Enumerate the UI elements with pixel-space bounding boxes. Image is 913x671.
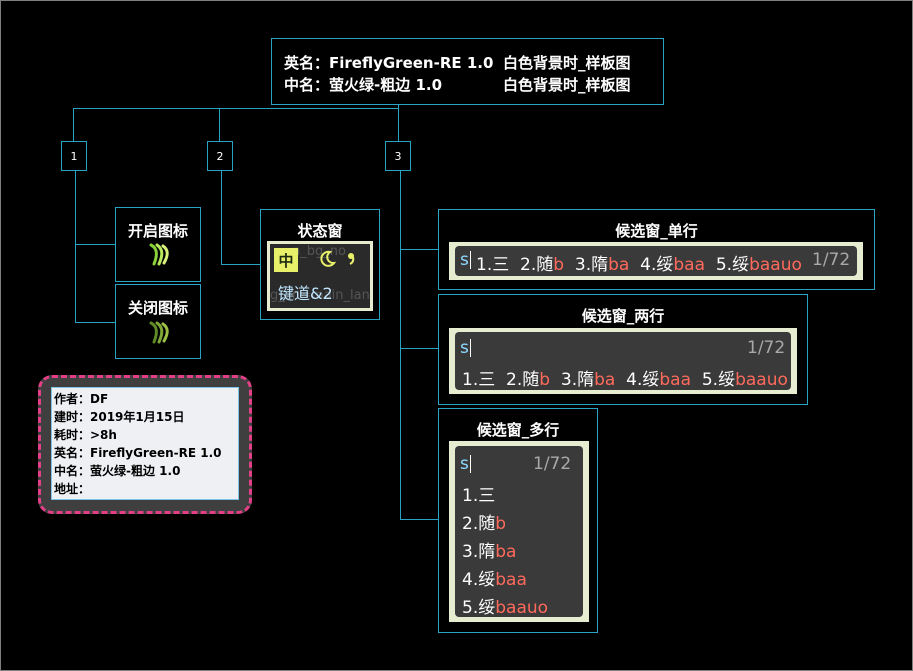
info-author: 作者：DF	[54, 392, 109, 406]
candidate-multi-title: 候选窗_多行	[476, 421, 560, 439]
open-icon-box	[115, 207, 201, 282]
connector	[73, 108, 74, 141]
connector	[400, 171, 401, 520]
candidate-two-list[interactable]: 1.三 2.随b 3.隋ba 4.绥baa 5.绥baauo	[462, 365, 788, 390]
header-cn-desc: 白色背景时_样板图	[503, 76, 631, 94]
header-box	[271, 38, 664, 105]
candidate-two-box	[438, 294, 808, 405]
candidate-two-title: 候选窗_两行	[581, 307, 665, 325]
candidate-single-inner	[455, 246, 857, 276]
candidate-item[interactable]: 3.隋ba	[574, 255, 630, 275]
connector	[400, 348, 439, 349]
candidate-single-box	[438, 209, 875, 290]
header-cn-name: 中名：萤火绿-粗边 1.0	[284, 76, 443, 94]
branch-node-3: 3	[385, 141, 411, 171]
status-scheme-text: 键道&2	[278, 284, 333, 303]
half-width-moon-icon[interactable]	[317, 249, 337, 273]
info-en-name: 英名：FireflyGreen-RE 1.0	[54, 446, 222, 460]
info-cn-name: 中名：萤火绿-粗边 1.0	[54, 464, 181, 478]
text-caret	[470, 251, 471, 269]
candidate-item[interactable]: 4.绥baa	[462, 570, 527, 590]
branch-node-1: 1	[61, 141, 87, 171]
punctuation-icon[interactable]	[346, 250, 360, 272]
candidate-item[interactable]: 5.绥baauo	[701, 370, 788, 390]
info-built: 建时：2019年1月15日	[54, 410, 185, 424]
text-caret	[470, 455, 471, 473]
info-address: 地址：	[54, 482, 91, 496]
info-duration: 耗时：>8h	[54, 428, 117, 442]
info-card-inner	[51, 387, 239, 500]
candidate-item[interactable]: 2.随b	[462, 514, 507, 534]
candidate-item[interactable]: 3.隋ba	[462, 542, 517, 562]
candidate-multi-box	[438, 408, 598, 633]
connector	[219, 108, 220, 141]
candidate-item[interactable]: 1.三	[462, 486, 496, 506]
open-icon-label: 开启图标	[127, 222, 188, 240]
candidate-two-inner	[455, 332, 791, 390]
header-en-name: 英名：FireflyGreen-RE 1.0	[284, 54, 494, 72]
connector	[400, 519, 439, 520]
page-indicator: 1/72	[812, 250, 851, 270]
candidate-item[interactable]: 2.随b	[520, 255, 565, 275]
candidate-item[interactable]: 3.隋ba	[560, 370, 616, 390]
header-en-desc: 白色背景时_样板图	[503, 54, 631, 72]
status-window-box	[260, 209, 380, 320]
status-window-title: 状态窗	[297, 222, 343, 240]
firefly-on-icon	[147, 242, 171, 272]
connector	[221, 264, 260, 265]
candidate-item[interactable]: 5.绥baauo	[462, 598, 549, 618]
connector	[398, 105, 399, 141]
connector	[221, 171, 222, 264]
spell-text: s	[460, 338, 469, 358]
chinese-mode-button[interactable]: 中	[274, 248, 298, 272]
connector	[400, 249, 439, 250]
status-window-inner: n_bg_no 中 g_cn=main_lan 键道&2	[270, 244, 370, 308]
connector	[75, 322, 115, 323]
candidate-single-title: 候选窗_单行	[615, 222, 698, 240]
candidate-multi-inner	[455, 446, 583, 617]
connector	[73, 108, 399, 109]
spell-text: s	[460, 454, 469, 474]
close-icon-box	[115, 284, 201, 359]
candidate-item[interactable]: 2.随b	[506, 370, 551, 390]
close-icon-label: 关闭图标	[127, 299, 188, 317]
page-indicator: 1/72	[747, 338, 786, 358]
connector	[75, 171, 76, 323]
ghost-text: g_cn=main_lan	[270, 288, 370, 303]
ghost-text: n_bg_no	[292, 244, 346, 259]
text-caret	[470, 339, 471, 357]
status-window-panel: n_bg_no 中 g_cn=main_lan 键道&2	[267, 241, 373, 311]
candidate-item[interactable]: 4.绥baa	[640, 255, 706, 275]
candidate-item[interactable]: 4.绥baa	[626, 370, 692, 390]
firefly-off-icon	[147, 320, 171, 350]
branch-node-2: 2	[207, 141, 233, 171]
spell-text: s	[460, 250, 469, 270]
candidate-item[interactable]: 5.绥baauo	[715, 255, 802, 275]
candidate-single-list[interactable]: 1.三 2.随b 3.隋ba 4.绥baa 5.绥baauo	[476, 250, 802, 275]
page-indicator: 1/72	[533, 454, 572, 474]
connector	[75, 244, 115, 245]
candidate-item[interactable]: 1.三	[476, 255, 510, 275]
candidate-item[interactable]: 1.三	[462, 370, 496, 390]
